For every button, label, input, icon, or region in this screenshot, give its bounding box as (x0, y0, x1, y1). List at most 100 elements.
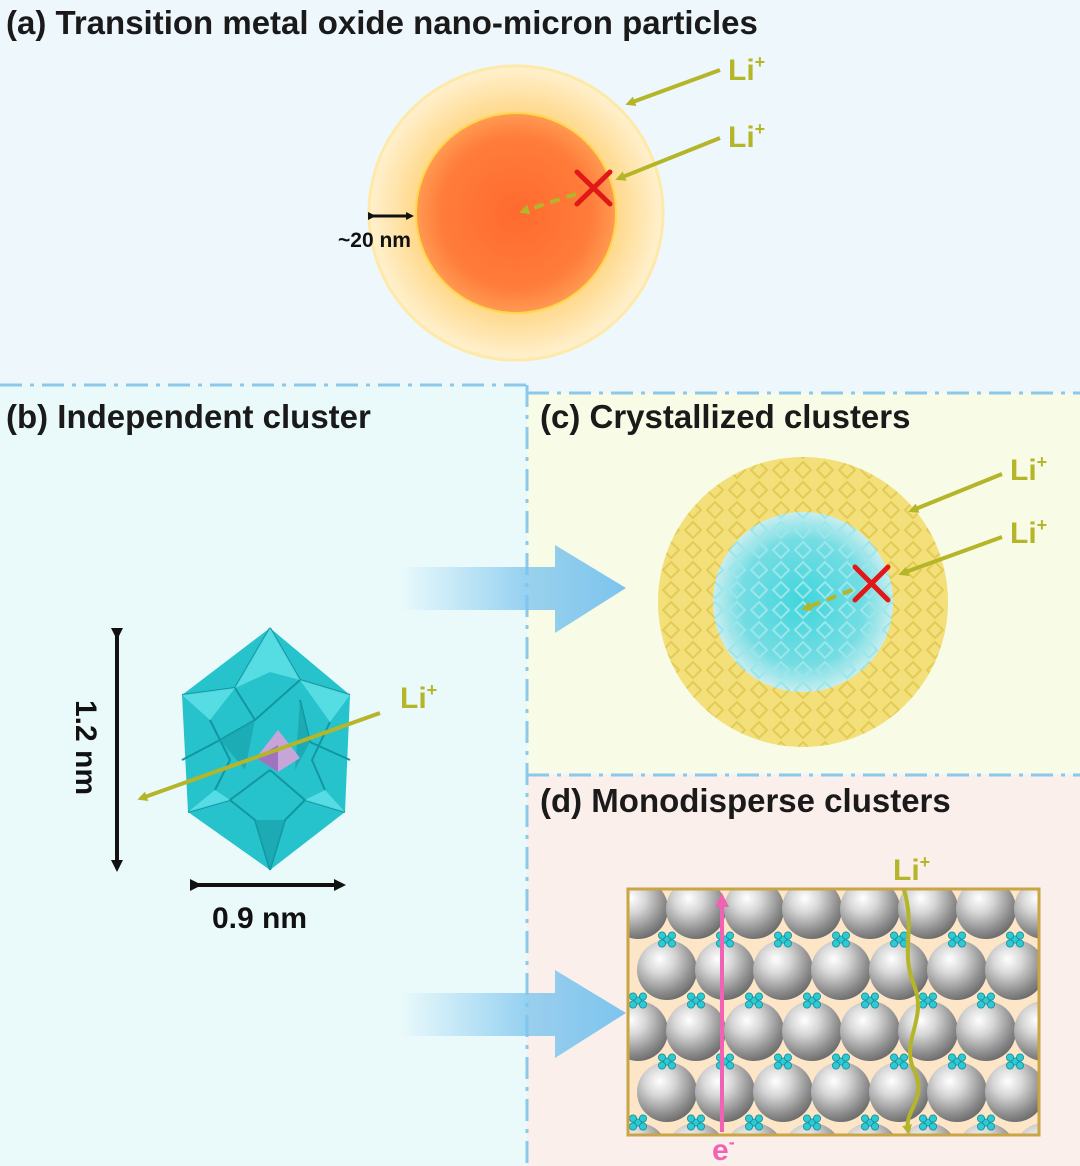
blocked-x-icon (574, 169, 613, 207)
carbon-sphere (898, 889, 958, 939)
li-arrow-c-outer (908, 472, 1003, 513)
panel-a-title: (a) Transition metal oxide nano-micron p… (6, 4, 758, 41)
carbon-sphere (695, 1062, 755, 1122)
carbon-sphere (782, 889, 842, 939)
cluster-dot (803, 1114, 822, 1131)
li-blocked-path (519, 192, 577, 215)
carbon-sphere (840, 889, 900, 939)
carbon-sphere (811, 1062, 871, 1122)
cluster-dot (658, 931, 677, 948)
carbon-sphere (904, 1123, 952, 1135)
oxide-particle (367, 64, 665, 362)
cluster-dot (832, 1053, 851, 1070)
cluster-dot (687, 992, 706, 1009)
electron-label: e- (712, 1132, 735, 1166)
cluster-dot (745, 992, 764, 1009)
li-label-b: Li+ (400, 680, 437, 715)
li-arrow-line (898, 535, 1003, 576)
cluster-dot (948, 1053, 967, 1070)
carbon-sphere (927, 1062, 987, 1122)
li-arrow-b (137, 711, 381, 802)
carbon-sphere (869, 940, 929, 1000)
cluster-dot (803, 992, 822, 1009)
carbon-sphere (811, 940, 871, 1000)
carbon-sphere (1014, 1001, 1039, 1061)
blocked-x-icon (852, 564, 891, 603)
carbon-sphere (962, 1123, 1010, 1135)
carbon-sphere (956, 1001, 1016, 1061)
carbon-sphere (1014, 889, 1039, 939)
carbon-sphere (672, 1123, 720, 1135)
panel-d-title: (d) Monodisperse clusters (540, 782, 951, 819)
particle-core (415, 112, 617, 314)
li-label-a-outer: Li+ (728, 52, 765, 87)
panel-b-title: (b) Independent cluster (6, 398, 371, 435)
cluster-dot (919, 1114, 938, 1131)
cluster-dot (948, 931, 967, 948)
panel-c-title: (c) Crystallized clusters (540, 398, 910, 435)
cluster-dot (629, 1114, 648, 1131)
cluster-dot (745, 1114, 764, 1131)
polyoxometalate-cluster (181, 627, 351, 871)
cluster-dot (687, 1114, 706, 1131)
cluster-dot (861, 992, 880, 1009)
li-blocked-path (801, 588, 853, 611)
cluster-dot (861, 1114, 880, 1131)
li-arrow-a-inner (519, 136, 721, 215)
li-label-a-inner: Li+ (728, 119, 765, 154)
carbon-sphere (666, 1001, 726, 1061)
carbon-sphere (724, 1001, 784, 1061)
carbon-sphere (788, 1123, 836, 1135)
carbon-sphere (695, 940, 755, 1000)
cluster-dot (774, 1053, 793, 1070)
cluster-dot (1006, 1053, 1025, 1070)
carbon-sphere (730, 1123, 778, 1135)
li-label-d: Li+ (893, 852, 930, 887)
crystal-core-lattice (713, 512, 893, 692)
cluster-dot (658, 1053, 677, 1070)
cluster-dot (832, 931, 851, 948)
assembly-frame-border (626, 887, 1041, 1137)
li-arrow-a-outer (625, 68, 721, 106)
cluster-dot (774, 931, 793, 948)
carbon-sphere (637, 940, 697, 1000)
li-arrow-c-inner (801, 535, 1003, 611)
li-arrow-line (625, 68, 721, 106)
carbon-sphere (724, 889, 784, 939)
cluster-dot (890, 1053, 909, 1070)
li-arrow-line (908, 472, 1003, 513)
shell-thickness-label: ~20 nm (338, 229, 411, 252)
carbon-sphere (985, 940, 1039, 1000)
crystallized-particle (658, 457, 948, 747)
cluster-dot (919, 992, 938, 1009)
cluster-width-label: 0.9 nm (212, 902, 307, 935)
carbon-sphere (985, 1062, 1039, 1122)
li-label-c-outer: Li+ (1010, 452, 1047, 487)
cluster-lattice (629, 931, 1025, 1131)
cluster-dot (977, 992, 996, 1009)
carbon-sphere (846, 1123, 894, 1135)
carbon-sphere (753, 1062, 813, 1122)
carbon-sphere (898, 1001, 958, 1061)
carbon-sphere (753, 940, 813, 1000)
cluster-dot (1006, 931, 1025, 948)
cluster-dot (629, 992, 648, 1009)
flow-arrow-to-d (400, 970, 626, 1058)
carbon-sphere (637, 1062, 697, 1122)
carbon-sphere (628, 889, 668, 939)
carbon-sphere (666, 889, 726, 939)
cluster-height-label: 1.2 nm (69, 700, 102, 795)
sphere-lattice (628, 889, 1039, 1135)
cluster-dot (977, 1114, 996, 1131)
li-diffusion-path (902, 889, 921, 1135)
carbon-sphere (927, 940, 987, 1000)
li-arrow-line (615, 136, 721, 181)
li-label-c-inner: Li+ (1010, 515, 1047, 550)
carbon-sphere (956, 889, 1016, 939)
carbon-sphere (1020, 1123, 1039, 1135)
carbon-sphere (840, 1001, 900, 1061)
carbon-sphere (782, 1001, 842, 1061)
flow-arrow-to-c (400, 545, 626, 633)
